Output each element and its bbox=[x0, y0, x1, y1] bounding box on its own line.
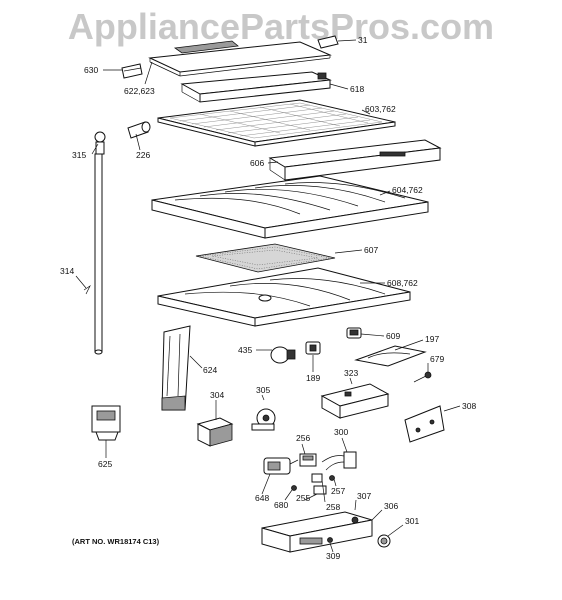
label-618: 618 bbox=[350, 84, 364, 94]
watermark: AppliancePartsPros.com bbox=[67, 6, 495, 47]
label-31: 31 bbox=[358, 35, 368, 45]
part-307-housing bbox=[261, 511, 373, 553]
label-300: 300 bbox=[334, 427, 348, 437]
label-679: 679 bbox=[430, 354, 444, 364]
label-607: 607 bbox=[364, 245, 378, 255]
part-255-clip bbox=[313, 485, 327, 495]
part-609-switch bbox=[346, 327, 362, 339]
label-648: 648 bbox=[255, 493, 269, 503]
part-315-hinge bbox=[94, 131, 106, 155]
part-304-block bbox=[196, 417, 234, 447]
part-197-gasket bbox=[354, 345, 427, 367]
label-630: 630 bbox=[84, 65, 98, 75]
art-number: (ART NO. WR18174 C13) bbox=[72, 537, 160, 546]
part-308-bracket bbox=[404, 405, 445, 443]
leader-lines bbox=[75, 39, 461, 553]
part-630-bracket bbox=[121, 63, 143, 79]
label-301: 301 bbox=[405, 516, 419, 526]
part-305-knob bbox=[251, 408, 276, 431]
label-258: 258 bbox=[326, 502, 340, 512]
label-308: 308 bbox=[462, 401, 476, 411]
part-624-duct bbox=[161, 325, 191, 411]
part-679-screw bbox=[413, 371, 432, 383]
label-680: 680 bbox=[274, 500, 288, 510]
part-606-cover bbox=[268, 139, 442, 181]
part-31-clip bbox=[317, 35, 339, 49]
label-609: 609 bbox=[386, 331, 400, 341]
part-603-shelf bbox=[157, 99, 396, 147]
part-625-housing bbox=[91, 405, 121, 441]
part-608-pan bbox=[157, 267, 411, 327]
label-226: 226 bbox=[136, 150, 150, 160]
label-189: 189 bbox=[306, 373, 320, 383]
label-624: 624 bbox=[203, 365, 217, 375]
label-256: 256 bbox=[296, 433, 310, 443]
label-197: 197 bbox=[425, 334, 439, 344]
label-323: 323 bbox=[344, 368, 358, 378]
label-604-762: 604,762 bbox=[392, 185, 423, 195]
part-314-rod bbox=[83, 153, 103, 355]
label-305: 305 bbox=[256, 385, 270, 395]
label-306: 306 bbox=[384, 501, 398, 511]
label-606: 606 bbox=[250, 158, 264, 168]
label-314: 314 bbox=[60, 266, 74, 276]
part-648-timer bbox=[263, 457, 299, 475]
label-307: 307 bbox=[357, 491, 371, 501]
label-257: 257 bbox=[331, 486, 345, 496]
label-435: 435 bbox=[238, 345, 252, 355]
part-309-screw bbox=[327, 537, 333, 543]
label-603-762: 603,762 bbox=[365, 104, 396, 114]
part-435-lamp bbox=[270, 346, 296, 364]
label-315: 315 bbox=[72, 150, 86, 160]
label-625: 625 bbox=[98, 459, 112, 469]
part-604-pan bbox=[151, 175, 429, 239]
part-226-pin bbox=[127, 121, 151, 139]
label-255: 255 bbox=[296, 493, 310, 503]
label-309: 309 bbox=[326, 551, 340, 561]
part-618-rail bbox=[180, 71, 332, 103]
part-680-screw bbox=[291, 485, 297, 491]
part-323-control bbox=[320, 383, 390, 419]
part-258-insulator bbox=[311, 473, 323, 483]
label-608-762: 608,762 bbox=[387, 278, 418, 288]
part-256-relay bbox=[299, 453, 317, 467]
part-257-screw bbox=[329, 475, 335, 481]
part-300-harness bbox=[321, 451, 357, 471]
part-622-plate bbox=[148, 40, 332, 77]
part-301-knob bbox=[377, 534, 391, 548]
part-189-socket bbox=[305, 341, 321, 355]
part-607-mesh bbox=[195, 243, 336, 273]
label-304: 304 bbox=[210, 390, 224, 400]
label-622-623: 622,623 bbox=[124, 86, 155, 96]
